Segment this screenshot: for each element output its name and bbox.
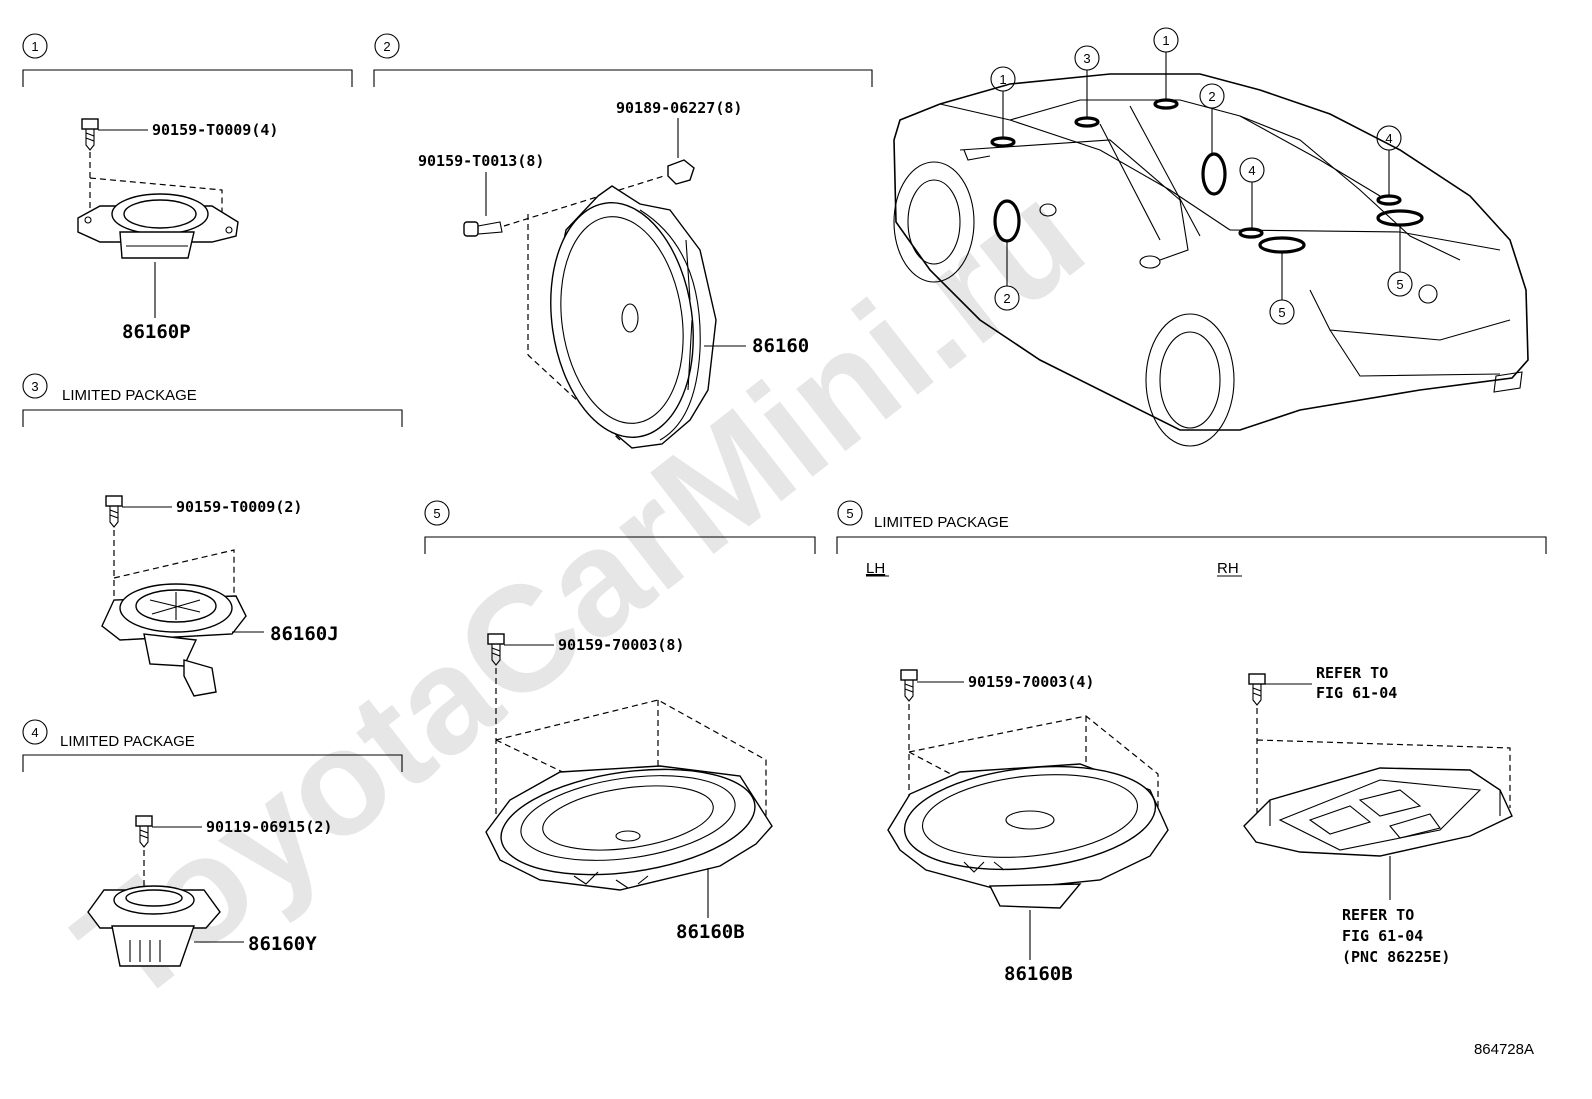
- car-speaker-position-1a: [990, 136, 1016, 148]
- section-5b-label: LIMITED PACKAGE: [874, 514, 1009, 531]
- part-number-90159-T0009-2: 90159-T0009(2): [176, 498, 302, 516]
- car-speaker-position-5b: [1376, 209, 1424, 227]
- section-1-marker: 1: [22, 33, 48, 59]
- section-2: 2 90159-T0013(8) 90189-06227(8) 86160: [373, 33, 873, 449]
- section-3-bracket: [22, 409, 403, 427]
- part-number-90159-T0013-8: 90159-T0013(8): [418, 152, 544, 170]
- part-number-86160J: 86160J: [270, 623, 339, 645]
- door-speaker-86160-drawing: [550, 185, 717, 449]
- section-4-label: LIMITED PACKAGE: [60, 733, 195, 750]
- svg-text:5: 5: [1278, 305, 1285, 320]
- car-speaker-position-3: [1074, 116, 1100, 128]
- svg-text:1: 1: [999, 72, 1006, 87]
- refer-to-label-2: REFER TO: [1342, 906, 1414, 924]
- car-callout-3: 3: [1074, 45, 1100, 117]
- svg-text:4: 4: [1385, 131, 1392, 146]
- svg-text:2: 2: [383, 39, 390, 54]
- section-4-bracket: [22, 754, 403, 772]
- section-1: 1 90159-T0009(4) 86160P: [22, 33, 353, 343]
- bolt-icon: [1248, 673, 1266, 706]
- svg-text:3: 3: [1083, 51, 1090, 66]
- svg-text:4: 4: [1248, 163, 1255, 178]
- svg-text:3: 3: [31, 379, 38, 394]
- section-5b-bracket: [836, 536, 1547, 554]
- section-2-bracket: [373, 69, 873, 87]
- part-number-86160B-lh: 86160B: [1004, 963, 1073, 985]
- part-number-86160B-standard: 86160B: [676, 921, 745, 943]
- clip-nut-icon: [667, 159, 695, 185]
- svg-text:1: 1: [31, 39, 38, 54]
- rh-label: RH: [1217, 560, 1239, 577]
- section-5a-marker: 5: [424, 500, 450, 526]
- oval-speaker-86160B-drawing: [485, 668, 773, 891]
- car-callout-1b: 1: [1153, 27, 1179, 99]
- part-number-86160Y: 86160Y: [248, 933, 317, 955]
- part-number-90159-70003-4: 90159-70003(4): [968, 673, 1094, 691]
- tweeter-86160Y-drawing: [87, 850, 221, 967]
- section-5b: 5 LIMITED PACKAGE LH RH 90159-70003(4) 8…: [836, 500, 1547, 985]
- section-5b-marker: 5: [837, 500, 863, 526]
- part-number-90159-T0009-4: 90159-T0009(4): [152, 121, 278, 139]
- car-illustration: 1 3 1 2 2 4 4: [893, 27, 1529, 447]
- car-speaker-position-2b: [1201, 152, 1227, 196]
- car-speaker-position-5a: [1258, 236, 1306, 254]
- refer-to-label-1: REFER TO: [1316, 664, 1388, 682]
- car-speaker-position-1b: [1153, 98, 1179, 110]
- section-3-marker: 3: [22, 373, 48, 399]
- part-number-90189-06227-8: 90189-06227(8): [616, 99, 742, 117]
- car-speaker-position-2a: [993, 199, 1021, 243]
- refer-pnc-label: (PNC 86225E): [1342, 948, 1450, 966]
- svg-text:2: 2: [1003, 291, 1010, 306]
- bolt-icon: [105, 495, 123, 528]
- part-number-90159-70003-8: 90159-70003(8): [558, 636, 684, 654]
- section-1-bracket: [22, 69, 353, 87]
- car-callout-2b: 2: [1199, 83, 1225, 153]
- tweeter-86160J-drawing: [101, 530, 247, 697]
- svg-text:1: 1: [1162, 33, 1169, 48]
- bolt-icon: [463, 221, 503, 237]
- svg-text:5: 5: [1396, 277, 1403, 292]
- car-callout-4b: 4: [1376, 125, 1402, 195]
- bolt-icon: [81, 118, 99, 151]
- bolt-icon: [487, 633, 505, 666]
- section-3-label: LIMITED PACKAGE: [62, 387, 197, 404]
- diagram-id: 864728A: [1474, 1041, 1534, 1058]
- section-3: 3 LIMITED PACKAGE 90159-T0009(2) 86160J: [22, 373, 403, 697]
- section-4: 4 LIMITED PACKAGE 90119-06915(2) 86160Y: [22, 719, 403, 967]
- part-number-86160: 86160: [752, 335, 809, 357]
- car-callout-5a: 5: [1269, 253, 1295, 325]
- part-number-90119-06915-2: 90119-06915(2): [206, 818, 332, 836]
- svg-text:2: 2: [1208, 89, 1215, 104]
- svg-text:5: 5: [846, 506, 853, 521]
- section-5a: 5 90159-70003(8) 86160B: [424, 500, 816, 943]
- refer-fig-label-1: FIG 61-04: [1316, 684, 1397, 702]
- section-4-marker: 4: [22, 719, 48, 745]
- oval-speaker-86160B-lh-drawing: [887, 704, 1169, 909]
- part-number-86160P: 86160P: [122, 321, 191, 343]
- car-callout-4a: 4: [1239, 157, 1265, 228]
- tweeter-86160P-drawing: [77, 152, 239, 259]
- car-speaker-position-4b: [1376, 194, 1402, 206]
- svg-text:4: 4: [31, 725, 38, 740]
- car-callout-2a: 2: [994, 242, 1020, 311]
- svg-text:5: 5: [433, 506, 440, 521]
- car-callout-5b: 5: [1387, 226, 1413, 297]
- section-5a-bracket: [424, 536, 816, 554]
- speaker-box-rh-drawing: [1243, 708, 1513, 857]
- lh-label: LH: [866, 560, 885, 577]
- bolt-icon: [135, 815, 153, 848]
- section-2-marker: 2: [374, 33, 400, 59]
- car-callout-1a: 1: [990, 66, 1016, 137]
- refer-fig-label-2: FIG 61-04: [1342, 927, 1423, 945]
- car-speaker-position-4a: [1238, 227, 1264, 239]
- bolt-icon: [900, 669, 918, 702]
